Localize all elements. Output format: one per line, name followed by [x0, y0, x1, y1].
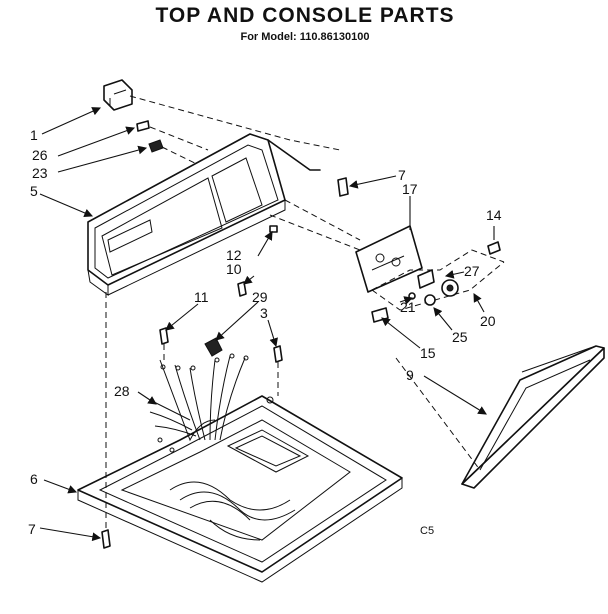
callout-25: 25	[452, 329, 468, 345]
callout-20: 20	[480, 313, 496, 329]
callout-15: 15	[420, 345, 436, 361]
part-12-clip	[269, 225, 278, 233]
callout-21: 21	[400, 299, 416, 315]
callout-12: 12	[226, 247, 242, 263]
part-7-lower-screw	[101, 529, 111, 549]
diagram-title: TOP AND CONSOLE PARTS	[155, 4, 455, 27]
callout-23: 23	[32, 165, 48, 181]
callout-29: 29	[252, 289, 268, 305]
callout-9: 9	[406, 367, 414, 383]
callout-5: 5	[30, 183, 38, 199]
callout-3: 3	[260, 305, 268, 321]
callout-14: 14	[486, 207, 502, 223]
part-28-wire-harness	[149, 353, 296, 541]
callout-28: 28	[114, 383, 130, 399]
part-1-end-bracket	[103, 79, 133, 111]
part-5-console-panel	[87, 133, 286, 296]
callout-11: 11	[194, 289, 209, 305]
part-20-timer-assembly	[371, 249, 505, 311]
part-17-switch-plate	[355, 225, 423, 293]
callout-27: 27	[464, 263, 480, 279]
part-14-screw	[487, 241, 501, 255]
callout-6: 6	[30, 471, 38, 487]
part-10-screw	[237, 281, 247, 297]
part-23-clip	[148, 139, 164, 153]
callout-10: 10	[226, 261, 242, 277]
part-3-screw	[273, 345, 283, 363]
model-number: For Model: 110.86130100	[240, 31, 370, 43]
callout-1: 1	[30, 127, 38, 143]
part-9-lid	[461, 345, 605, 489]
part-7-upper-screw	[337, 177, 349, 197]
part-6-top-panel	[77, 395, 403, 583]
callout-17: 17	[402, 181, 418, 197]
part-26-screw	[136, 120, 150, 132]
callout-26: 26	[32, 147, 48, 163]
part-29-connector	[204, 337, 223, 357]
callout-7-lower: 7	[28, 521, 36, 537]
part-15-screw	[371, 307, 389, 323]
callout-7-upper: 7	[398, 167, 406, 183]
part-11-screw	[159, 327, 169, 345]
page-code: C5	[420, 525, 434, 537]
